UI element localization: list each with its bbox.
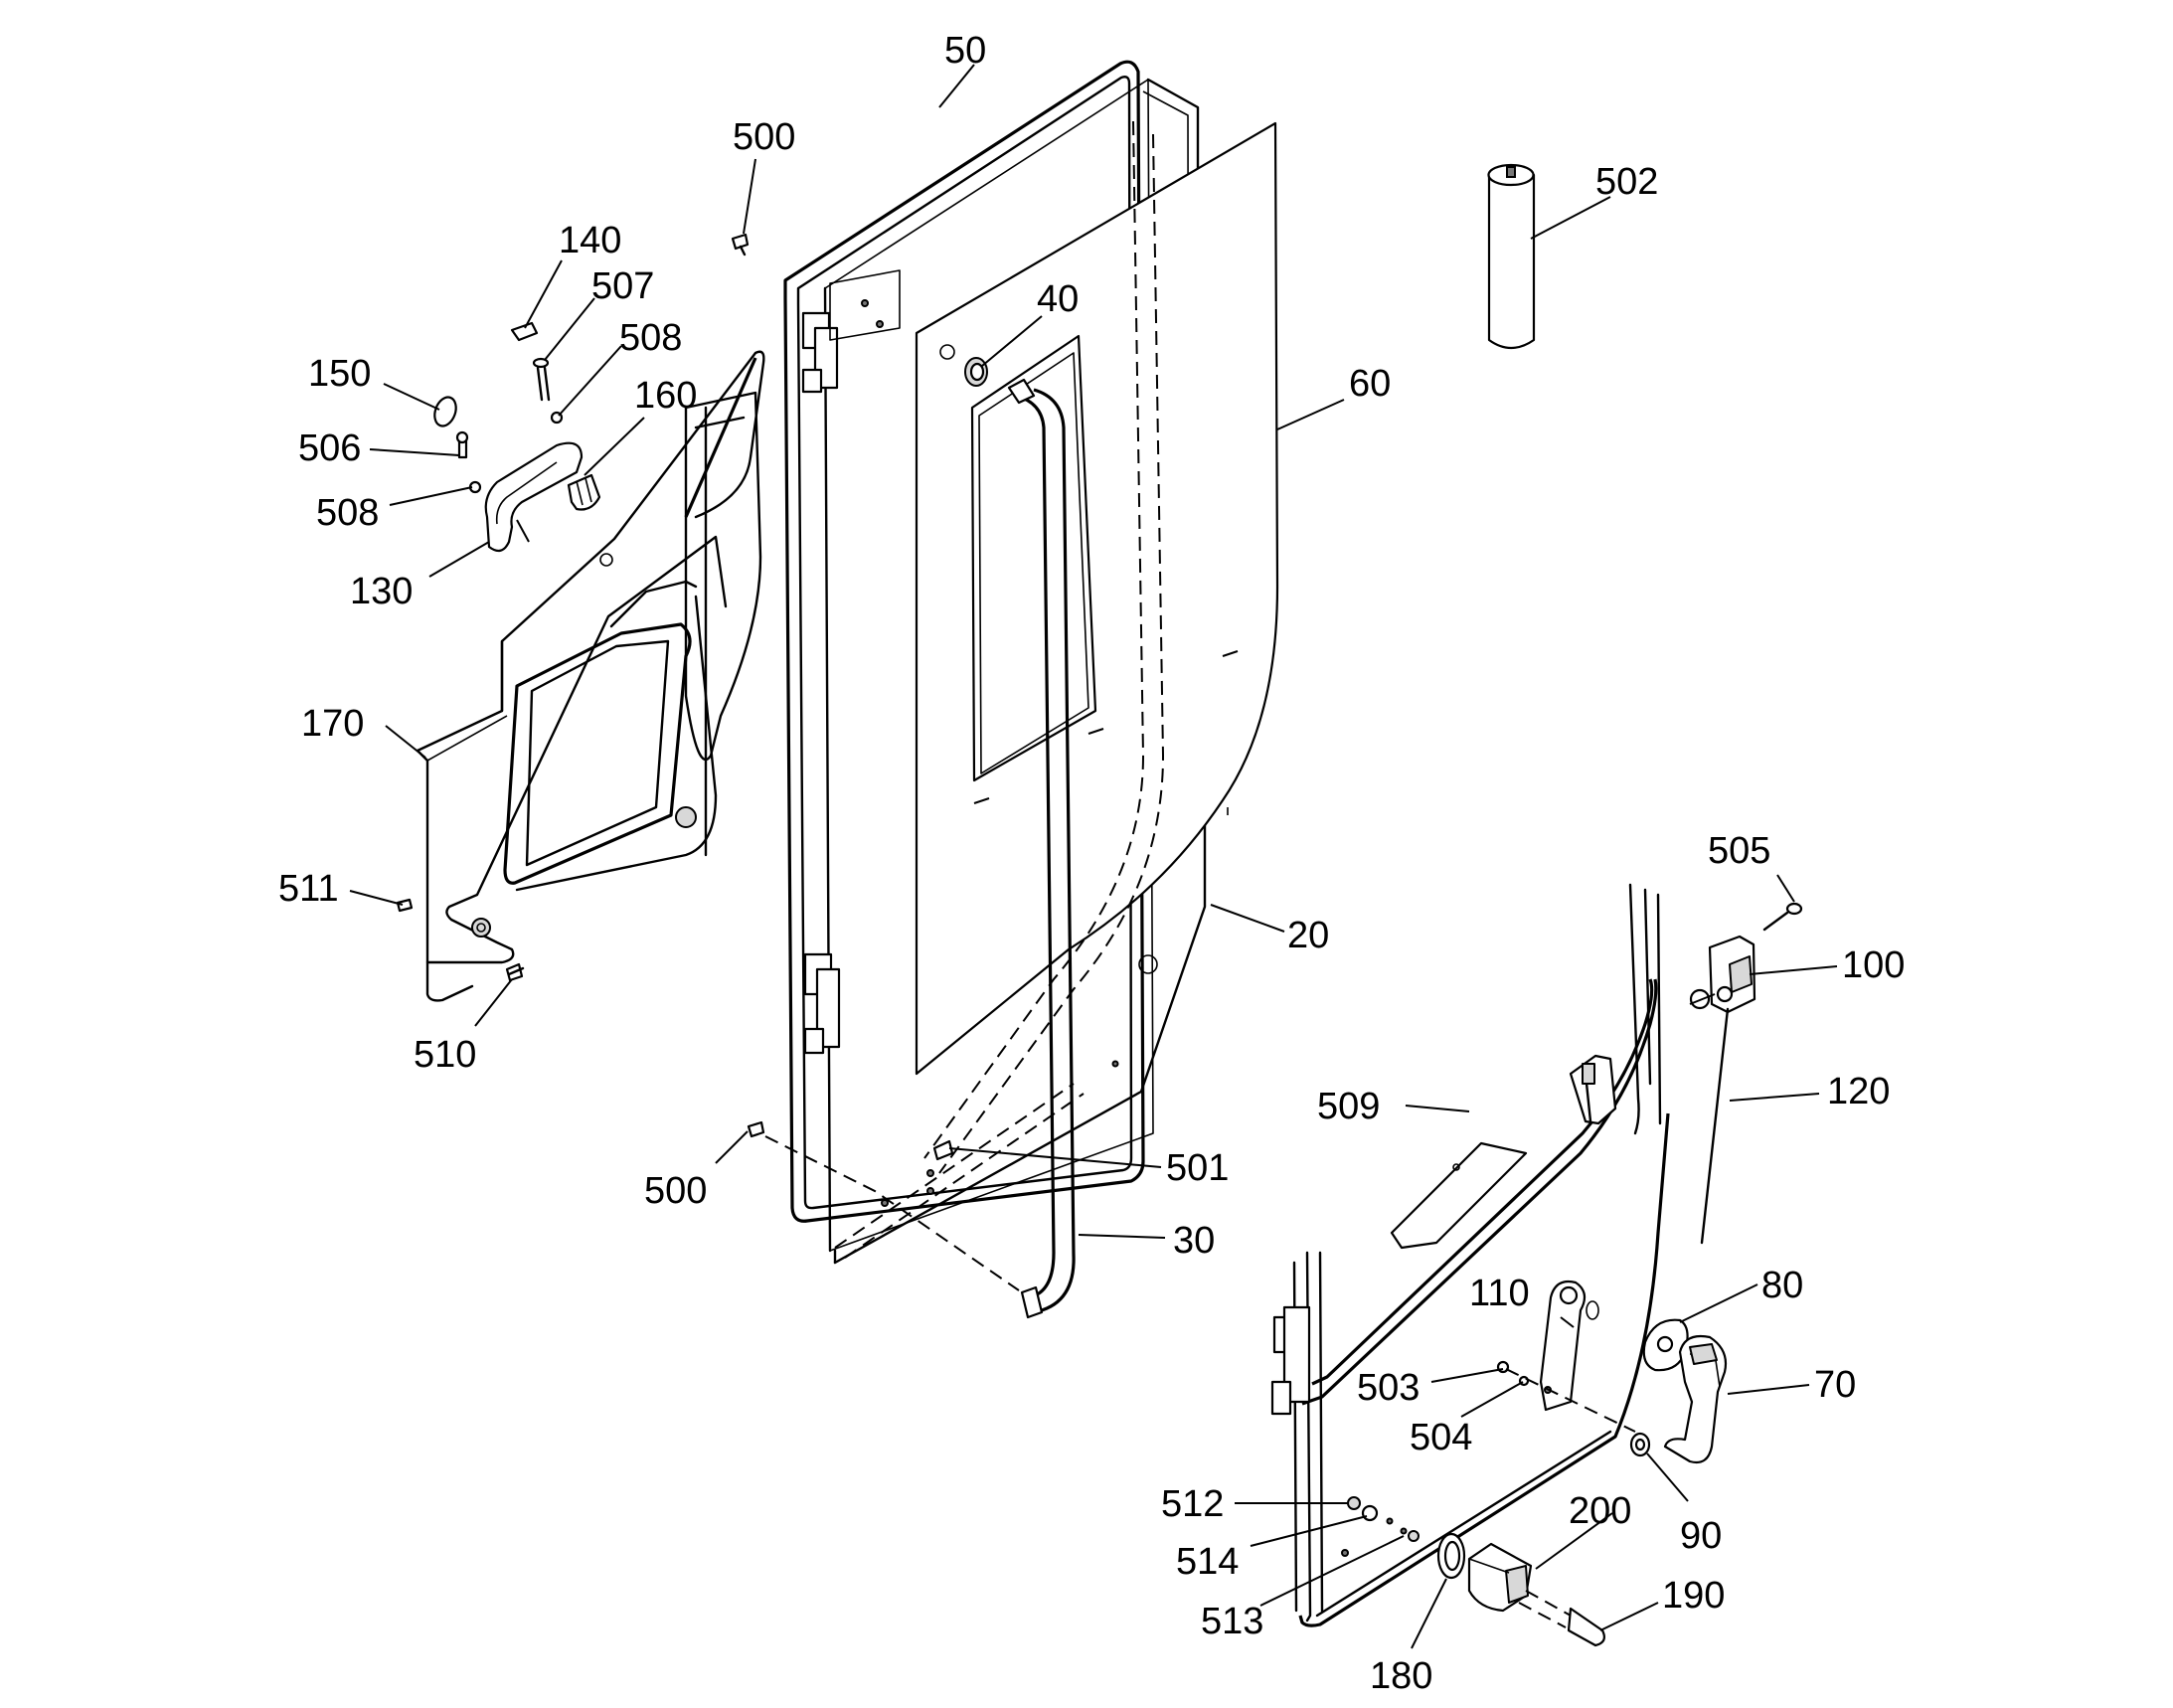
callout-508-bottom: 508 — [316, 492, 379, 534]
callout-120: 120 — [1827, 1071, 1890, 1112]
callout-40: 40 — [1037, 278, 1079, 320]
callout-508-top: 508 — [619, 317, 682, 359]
callout-504: 504 — [1410, 1417, 1472, 1458]
callout-100: 100 — [1842, 944, 1905, 986]
lower-door-assembly — [1270, 883, 1670, 1627]
callout-80: 80 — [1761, 1265, 1803, 1306]
callout-501: 501 — [1166, 1147, 1229, 1189]
callout-511: 511 — [278, 868, 339, 910]
callout-500-top: 500 — [733, 116, 795, 158]
callout-507: 507 — [591, 265, 654, 307]
cap-part-150 — [433, 396, 457, 427]
leader-lines — [349, 64, 1838, 1649]
callout-512: 512 — [1161, 1483, 1224, 1525]
key-part-190 — [1518, 1590, 1605, 1647]
screw-part-500-bottom — [747, 1120, 765, 1138]
nut-part-501 — [932, 1139, 954, 1161]
callout-502: 502 — [1595, 161, 1658, 203]
screw-axis-line — [764, 1135, 1020, 1291]
rod-part-30 — [1007, 378, 1076, 1319]
callout-509: 509 — [1317, 1086, 1380, 1127]
screw-part-510 — [505, 962, 525, 982]
callout-510: 510 — [414, 1034, 476, 1076]
callout-505: 505 — [1708, 830, 1770, 872]
callout-70: 70 — [1814, 1364, 1856, 1406]
screw-part-506 — [455, 430, 469, 459]
bezel-part-80 — [1642, 1318, 1689, 1372]
callout-503: 503 — [1357, 1367, 1420, 1409]
callout-514: 514 — [1176, 1541, 1239, 1583]
callout-170: 170 — [301, 703, 364, 745]
callout-150: 150 — [308, 353, 371, 395]
knob-part-160 — [567, 473, 601, 511]
grommet-part-40 — [964, 357, 988, 387]
lock-part-100 — [1689, 935, 1756, 1014]
outer-panel-part-20 — [833, 813, 1207, 1265]
cap-part-140 — [510, 321, 539, 342]
callout-110: 110 — [1469, 1273, 1530, 1314]
callout-90: 90 — [1680, 1515, 1722, 1557]
panel-hole-dot — [1341, 1549, 1349, 1557]
callout-20: 20 — [1287, 915, 1329, 956]
handle-part-130 — [484, 441, 584, 553]
callout-190: 190 — [1662, 1575, 1725, 1617]
washer-part-514 — [1361, 1504, 1379, 1522]
callout-50: 50 — [944, 30, 986, 72]
cable-part-120 — [1700, 1007, 1730, 1245]
callout-200: 200 — [1569, 1490, 1631, 1532]
callout-506: 506 — [298, 427, 361, 469]
callout-60: 60 — [1349, 363, 1391, 405]
screw-part-500-top — [731, 233, 750, 256]
screw-part-505 — [1762, 902, 1803, 932]
callout-160: 160 — [634, 375, 697, 417]
callout-140: 140 — [559, 220, 621, 261]
door-frame-part-50 — [783, 60, 1200, 1253]
nut-part-512 — [1347, 1496, 1361, 1510]
screw-part-511 — [396, 898, 414, 913]
callout-180: 180 — [1370, 1655, 1432, 1697]
screw-part-507 — [532, 357, 551, 402]
cylinder-part-200 — [1467, 1542, 1533, 1613]
callout-500-bottom: 500 — [644, 1170, 707, 1212]
inner-panel-part-170 — [416, 350, 765, 1002]
callout-130: 130 — [350, 571, 413, 612]
handle-part-70 — [1663, 1334, 1728, 1464]
callout-labels: 50 500 502 140 507 508 40 60 150 160 506… — [278, 30, 1905, 1697]
ring-part-180 — [1436, 1532, 1466, 1580]
nut-part-513 — [1386, 1517, 1420, 1542]
cylinder-part-502 — [1487, 163, 1536, 350]
axis-line-503 — [1505, 1368, 1636, 1433]
callout-513: 513 — [1201, 1601, 1263, 1642]
washer-part-90 — [1629, 1432, 1651, 1457]
callout-30: 30 — [1173, 1220, 1215, 1262]
